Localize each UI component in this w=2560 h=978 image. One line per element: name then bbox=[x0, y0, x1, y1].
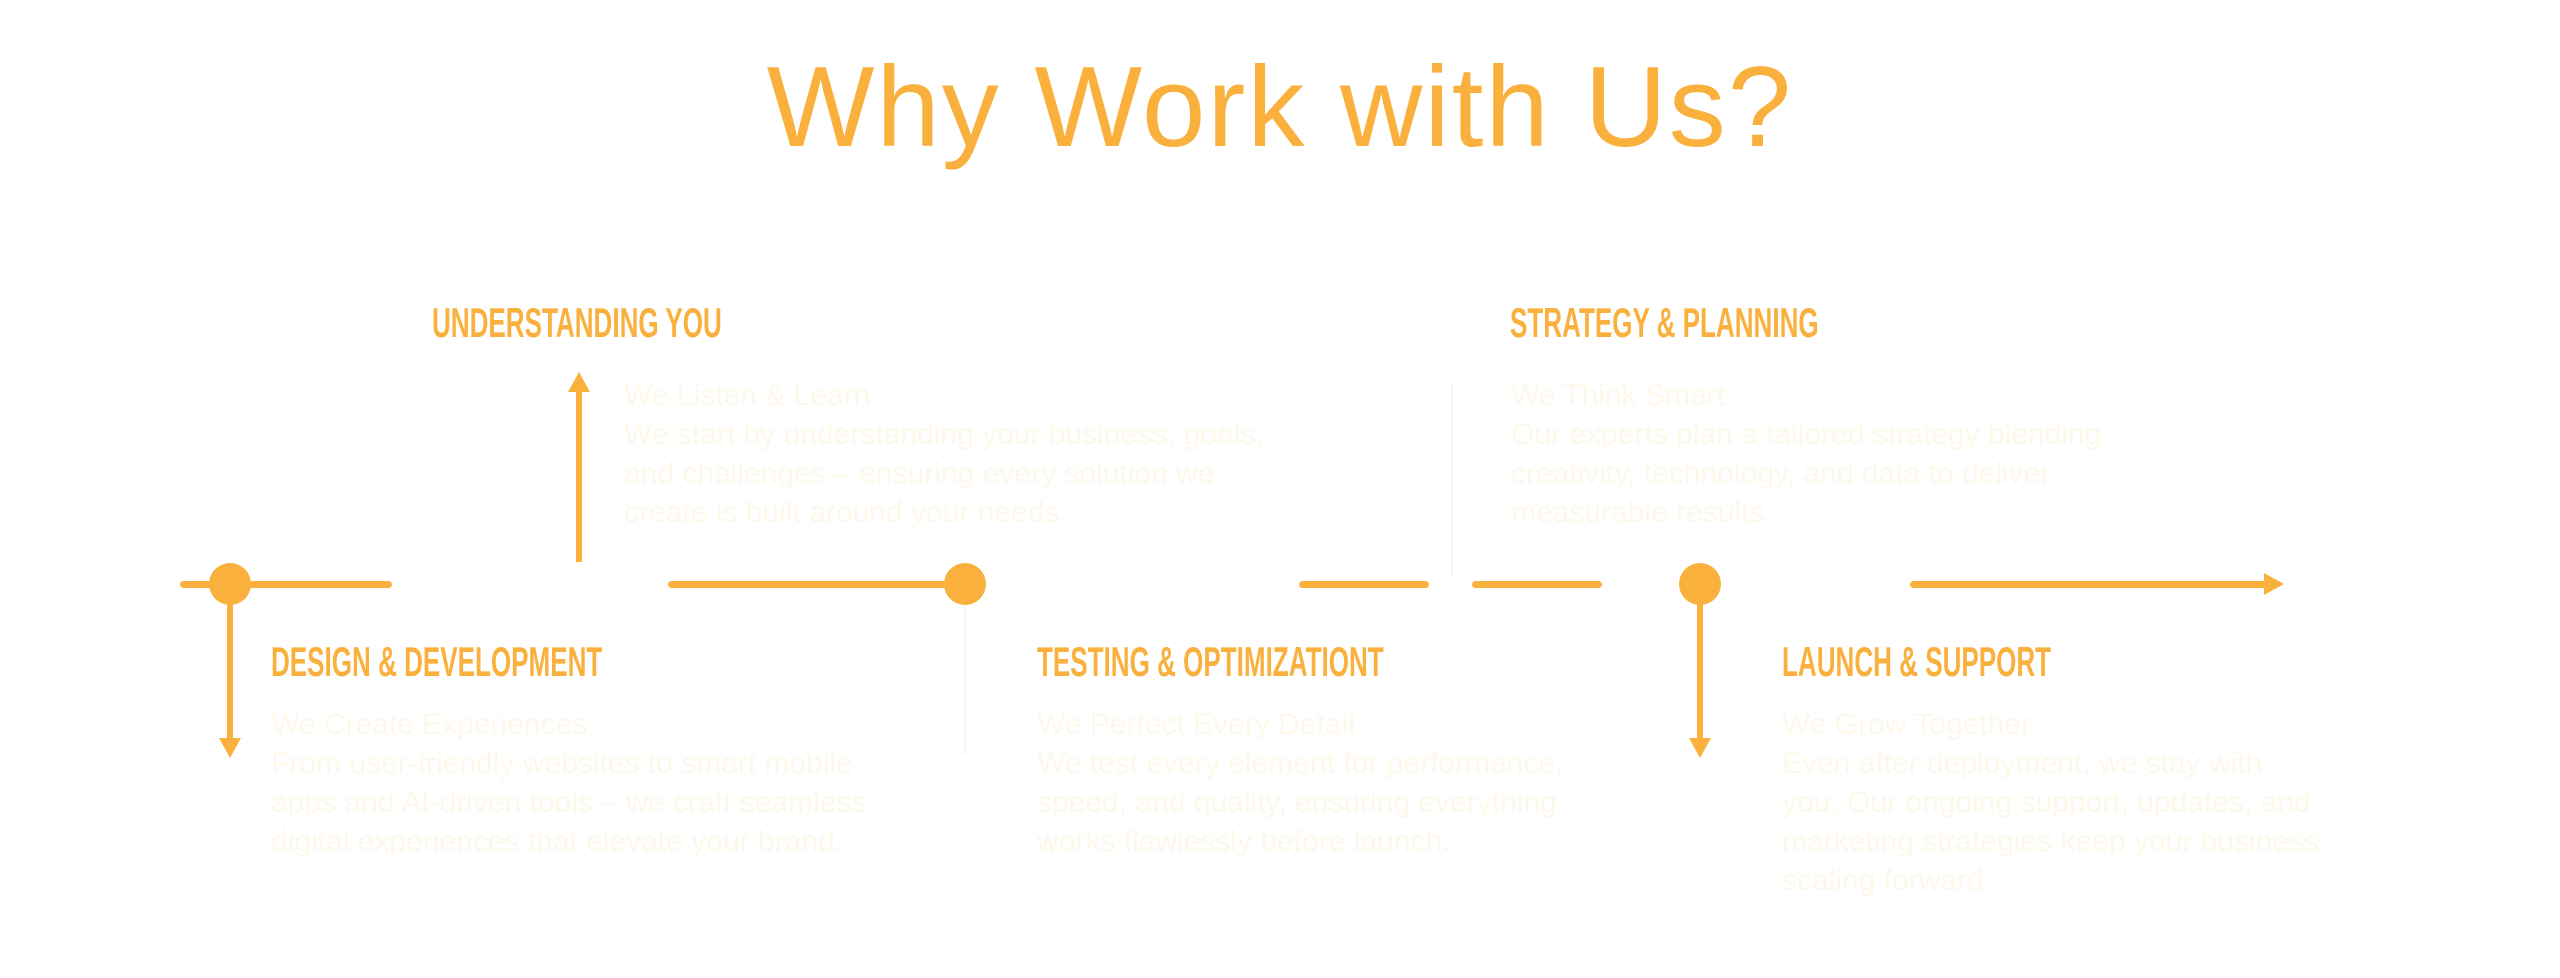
arrow-down-icon bbox=[219, 738, 241, 758]
arrow-up-stem bbox=[576, 388, 582, 562]
timeline-segment bbox=[668, 581, 968, 588]
step-heading-testing: TESTING & OPTIMIZATIONT bbox=[1037, 638, 1384, 685]
step-description: From user-friendly websites to smart mob… bbox=[271, 747, 867, 858]
timeline-segment bbox=[180, 581, 392, 588]
step-body-understanding: We Listen & Learn We start by understand… bbox=[624, 376, 1274, 532]
step-body-strategy: We Think Smart Our experts plan a tailor… bbox=[1511, 376, 2131, 532]
step-description: We start by understanding your business,… bbox=[624, 418, 1264, 529]
step-heading-design: DESIGN & DEVELOPMENT bbox=[271, 638, 603, 685]
step-description: Our experts plan a tailored strategy ble… bbox=[1511, 418, 2102, 529]
arrow-down-stem bbox=[1697, 600, 1703, 742]
step-body-launch: We Grow Together Even after deployment, … bbox=[1782, 705, 2322, 900]
timeline-dot bbox=[209, 563, 251, 605]
step-body-design: We Create Experiences From user-friendly… bbox=[271, 705, 871, 861]
arrow-up-icon bbox=[568, 372, 590, 392]
step-heading-launch: LAUNCH & SUPPORT bbox=[1782, 638, 2052, 685]
step-description: We test every element for performance, s… bbox=[1037, 747, 1564, 858]
arrow-down-icon bbox=[1689, 738, 1711, 758]
step-subtitle: We Think Smart bbox=[1511, 379, 1725, 412]
faint-connector bbox=[964, 605, 966, 755]
timeline-dot bbox=[944, 563, 986, 605]
step-body-testing: We Perfect Every Detail We test every el… bbox=[1037, 705, 1577, 861]
page-title: Why Work with Us? bbox=[766, 44, 1794, 171]
arrow-right-icon bbox=[2264, 573, 2284, 595]
step-subtitle: We Grow Together bbox=[1782, 708, 2032, 741]
timeline-segment bbox=[1299, 581, 1429, 588]
step-subtitle: We Listen & Learn bbox=[624, 379, 871, 412]
step-heading-understanding: UNDERSTANDING YOU bbox=[432, 299, 722, 346]
step-heading-strategy: STRATEGY & PLANNING bbox=[1510, 299, 1819, 346]
step-description: Even after deployment, we stay with you.… bbox=[1782, 747, 2319, 897]
step-subtitle: We Create Experiences bbox=[271, 708, 588, 741]
timeline-segment bbox=[1910, 581, 2272, 588]
faint-connector bbox=[1451, 385, 1453, 575]
timeline-dot bbox=[1679, 563, 1721, 605]
step-subtitle: We Perfect Every Detail bbox=[1037, 708, 1355, 741]
arrow-down-stem bbox=[227, 600, 233, 742]
timeline-segment bbox=[1472, 581, 1602, 588]
